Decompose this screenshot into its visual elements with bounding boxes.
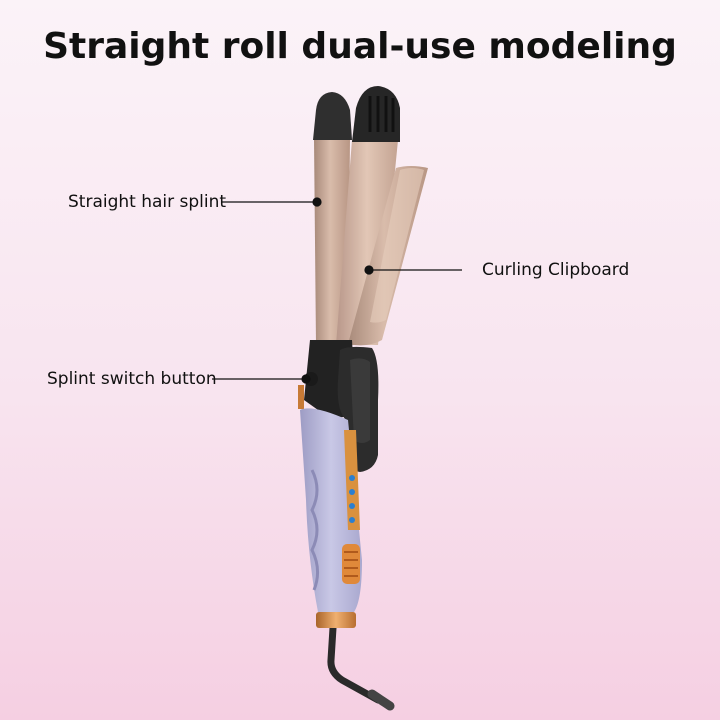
temperature-dial — [342, 544, 360, 584]
curling-clipboard-label: Curling Clipboard — [482, 260, 630, 280]
callout-lines — [212, 197, 462, 384]
straight-splint-label: Straight hair splint — [68, 192, 227, 212]
power-cord — [327, 624, 395, 711]
page-title: Straight roll dual-use modeling — [43, 26, 677, 67]
switch-button-label: Splint switch button — [47, 369, 217, 389]
curling-clipboard — [348, 166, 428, 346]
curling-clipboard-dot — [364, 265, 374, 275]
control-indicators — [349, 475, 355, 523]
switch-button-dot — [301, 374, 311, 384]
straight-splint-dot — [312, 197, 322, 207]
gold-ring — [316, 612, 356, 628]
